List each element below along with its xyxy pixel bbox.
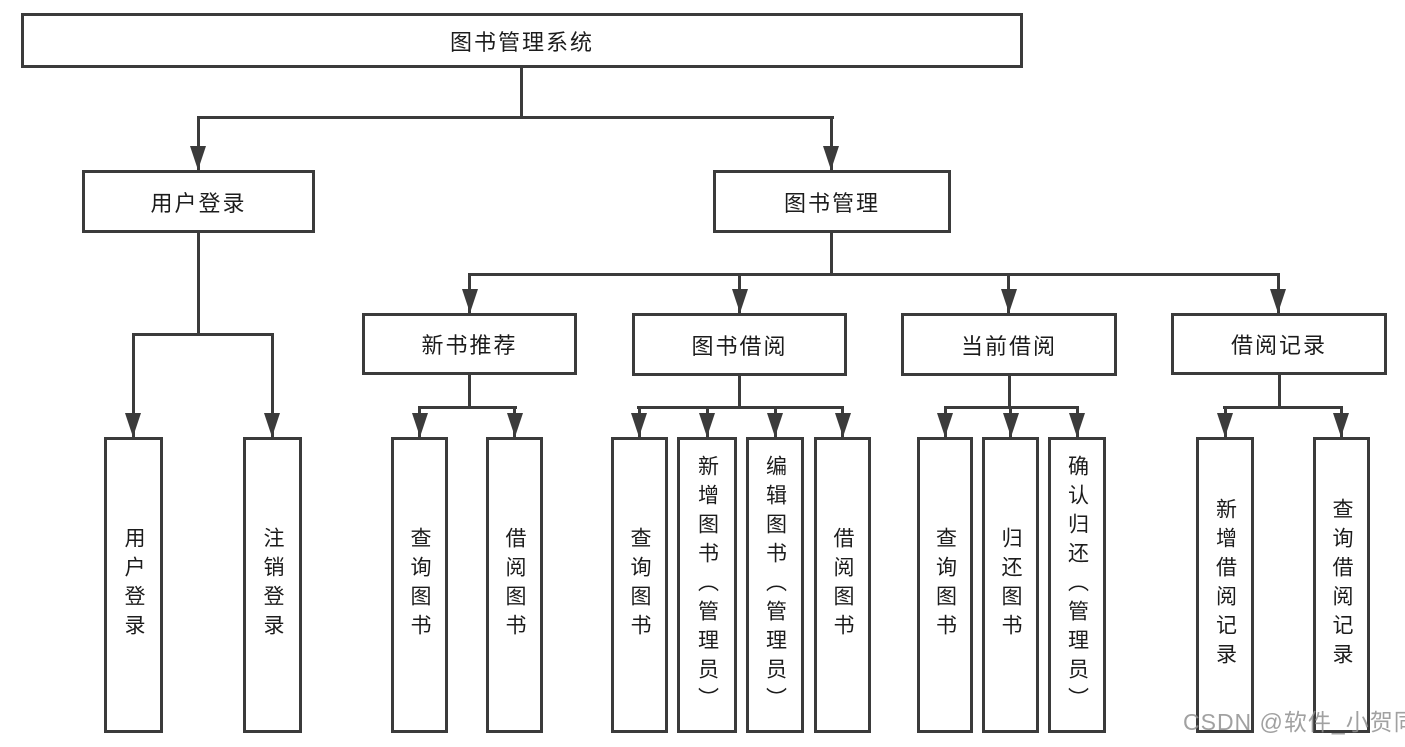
leaf-query-books-current: 查询图书 bbox=[917, 437, 973, 733]
arrowhead-icon bbox=[699, 413, 715, 437]
leaf-query-books-borrow-label: 查询图书 bbox=[628, 527, 651, 643]
csdn-watermark: CSDN @软件_小贺同学 bbox=[1183, 709, 1405, 735]
arrowhead-icon bbox=[507, 413, 523, 437]
connector-new-book-stem bbox=[468, 372, 471, 409]
node-library-management-system-label: 图书管理系统 bbox=[449, 29, 594, 55]
leaf-user-login: 用户登录 bbox=[104, 437, 163, 733]
arrowhead-icon bbox=[264, 413, 280, 437]
node-new-book-recommend-label: 新书推荐 bbox=[421, 333, 518, 358]
node-library-management-system: 图书管理系统 bbox=[21, 13, 1023, 68]
arrowhead-icon bbox=[823, 146, 839, 170]
arrowhead-icon bbox=[462, 289, 478, 313]
arrowhead-icon bbox=[1270, 289, 1286, 313]
leaf-return-books: 归还图书 bbox=[982, 437, 1039, 733]
arrowhead-icon bbox=[767, 413, 783, 437]
leaf-borrow-books-recommend-label: 借阅图书 bbox=[503, 527, 526, 643]
arrowhead-icon bbox=[1001, 289, 1017, 313]
arrowhead-icon bbox=[412, 413, 428, 437]
leaf-logout: 注销登录 bbox=[243, 437, 302, 733]
node-user-login-group: 用户登录 bbox=[82, 170, 315, 233]
node-user-login-group-label: 用户登录 bbox=[150, 190, 247, 216]
leaf-return-books-label: 归还图书 bbox=[999, 527, 1022, 643]
leaf-user-login-label: 用户登录 bbox=[122, 527, 145, 643]
connector-drop-leaf-user-login bbox=[132, 333, 135, 437]
arrowhead-icon bbox=[631, 413, 647, 437]
arrowhead-icon bbox=[1003, 413, 1019, 437]
connector-drop-book-management bbox=[830, 116, 833, 170]
leaf-add-books-admin: 新增图书（管理员） bbox=[677, 437, 737, 733]
arrowhead-icon bbox=[835, 413, 851, 437]
leaf-edit-books-admin: 编辑图书（管理员） bbox=[746, 437, 804, 733]
arrowhead-icon bbox=[1069, 413, 1085, 437]
leaf-query-borrow-record: 查询借阅记录 bbox=[1313, 437, 1370, 733]
leaf-query-borrow-record-label: 查询借阅记录 bbox=[1330, 498, 1353, 672]
node-book-borrow: 图书借阅 bbox=[632, 313, 847, 376]
leaf-edit-books-admin-label: 编辑图书（管理员） bbox=[763, 454, 787, 716]
leaf-add-borrow-record-label: 新增借阅记录 bbox=[1213, 498, 1237, 672]
connector-level2-branch bbox=[197, 116, 834, 119]
connector-root-stem bbox=[520, 66, 523, 119]
leaf-borrow-books: 借阅图书 bbox=[814, 437, 871, 733]
arrowhead-icon bbox=[937, 413, 953, 437]
leaf-confirm-return-admin: 确认归还（管理员） bbox=[1048, 437, 1106, 733]
node-book-borrow-label: 图书借阅 bbox=[691, 333, 788, 359]
connector-current-borrow-stem bbox=[1008, 373, 1011, 409]
connector-book-borrow-stem bbox=[738, 373, 741, 409]
node-borrow-records: 借阅记录 bbox=[1171, 313, 1387, 375]
arrowhead-icon bbox=[732, 289, 748, 313]
connector-drop-leaf-logout bbox=[271, 333, 274, 437]
connector-user-login-branch bbox=[132, 333, 274, 336]
arrowhead-icon bbox=[1333, 413, 1349, 437]
arrowhead-icon bbox=[190, 146, 206, 170]
node-new-book-recommend: 新书推荐 bbox=[362, 313, 577, 375]
node-book-management: 图书管理 bbox=[713, 170, 951, 233]
node-book-management-label: 图书管理 bbox=[783, 190, 880, 216]
connector-user-login-stem bbox=[197, 231, 200, 336]
leaf-query-books-recommend: 查询图书 bbox=[391, 437, 448, 733]
arrowhead-icon bbox=[125, 413, 141, 437]
leaf-query-books-current-label: 查询图书 bbox=[933, 527, 957, 643]
leaf-confirm-return-admin-label: 确认归还（管理员） bbox=[1065, 454, 1089, 716]
leaf-borrow-books-recommend: 借阅图书 bbox=[486, 437, 543, 733]
node-current-borrow-label: 当前借阅 bbox=[960, 333, 1057, 359]
connector-borrow-records-branch bbox=[1223, 406, 1343, 409]
leaf-borrow-books-label: 借阅图书 bbox=[831, 527, 854, 643]
connector-drop-user-login bbox=[197, 116, 200, 170]
leaf-add-books-admin-label: 新增图书（管理员） bbox=[695, 454, 719, 716]
leaf-logout-label: 注销登录 bbox=[261, 527, 284, 643]
node-borrow-records-label: 借阅记录 bbox=[1230, 333, 1327, 358]
arrowhead-icon bbox=[1217, 413, 1233, 437]
connector-book-management-stem bbox=[830, 231, 833, 276]
connector-borrow-records-stem bbox=[1278, 372, 1281, 409]
leaf-query-books-borrow: 查询图书 bbox=[611, 437, 668, 733]
node-current-borrow: 当前借阅 bbox=[901, 313, 1117, 376]
leaf-add-borrow-record: 新增借阅记录 bbox=[1196, 437, 1254, 733]
connector-book-borrow-branch bbox=[637, 406, 844, 409]
connector-new-book-branch bbox=[418, 406, 517, 409]
connector-level3-branch bbox=[468, 273, 1279, 276]
leaf-query-books-recommend-label: 查询图书 bbox=[408, 527, 431, 643]
